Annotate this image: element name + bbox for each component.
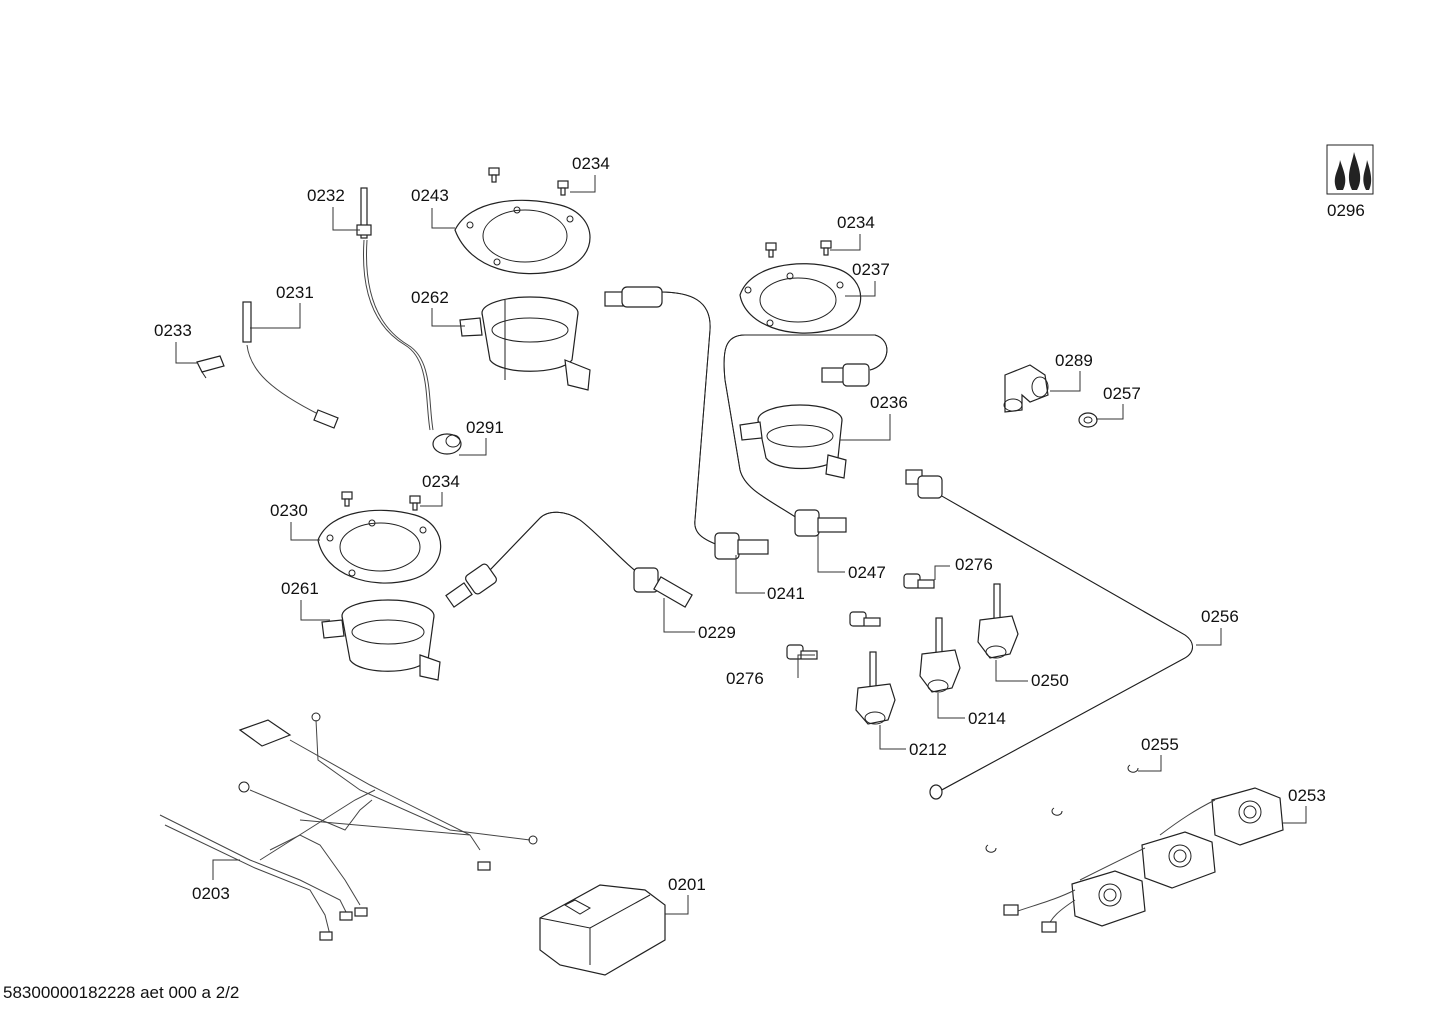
washer-part (1078, 412, 1098, 428)
stepped-screw-part (786, 573, 935, 660)
ignition-plug-part (242, 301, 339, 429)
ignition-module-part (1003, 787, 1284, 933)
burner-housing-part (459, 296, 591, 391)
clip-part (196, 355, 225, 379)
gas-pipe-part (723, 334, 888, 537)
leader-lines (175, 175, 1307, 915)
gas-valve-part (919, 617, 961, 693)
screw-part (341, 167, 832, 511)
gas-pipe-part (905, 469, 1193, 800)
burner-housing-part (739, 404, 847, 479)
label-0250: 0250 (1031, 671, 1069, 690)
label-0231: 0231 (276, 283, 314, 302)
wiring-harness-part (159, 712, 538, 941)
thermocouple-part (356, 187, 462, 455)
label-0203: 0203 (192, 884, 230, 903)
gasket-part (739, 263, 862, 334)
gas-pipe-part (445, 511, 693, 608)
label-0276-top: 0276 (955, 555, 993, 574)
label-0256: 0256 (1201, 607, 1239, 626)
label-0253: 0253 (1288, 786, 1326, 805)
label-0236: 0236 (870, 393, 908, 412)
label-0296: 0296 (1327, 201, 1365, 220)
label-0276-bottom: 0276 (726, 669, 764, 688)
label-0212: 0212 (909, 740, 947, 759)
gas-valve-part (855, 651, 896, 725)
label-0233: 0233 (154, 321, 192, 340)
burner-housing-part (321, 599, 441, 681)
elbow-connector-part (1003, 364, 1049, 413)
label-0234-right: 0234 (837, 213, 875, 232)
label-0234-left: 0234 (422, 472, 460, 491)
label-0289: 0289 (1055, 351, 1093, 370)
label-0243: 0243 (411, 186, 449, 205)
flame-symbol-icon (1326, 144, 1374, 195)
label-0214: 0214 (968, 709, 1006, 728)
label-0247: 0247 (848, 563, 886, 582)
label-0262: 0262 (411, 288, 449, 307)
document-footer: 58300000182228 aet 000 a 2/2 (3, 983, 239, 1002)
label-0257: 0257 (1103, 384, 1141, 403)
gas-valve-part (977, 583, 1019, 659)
label-0261: 0261 (281, 579, 319, 598)
label-0291: 0291 (466, 418, 504, 437)
label-0229: 0229 (698, 623, 736, 642)
label-0201: 0201 (668, 875, 706, 894)
label-0230: 0230 (270, 501, 308, 520)
label-0234-top: 0234 (572, 154, 610, 173)
label-0232: 0232 (307, 186, 345, 205)
part-labels: 0234 0232 0243 0296 0234 0237 0231 0262 … (154, 154, 1365, 903)
label-0241: 0241 (767, 584, 805, 603)
snap-ring-part (985, 764, 1139, 853)
gas-pipe-part (604, 286, 769, 560)
gasket-part (454, 199, 591, 275)
gasket-part (317, 509, 442, 584)
cover-bracket-part (539, 884, 666, 976)
label-0237: 0237 (852, 260, 890, 279)
label-0255: 0255 (1141, 735, 1179, 754)
